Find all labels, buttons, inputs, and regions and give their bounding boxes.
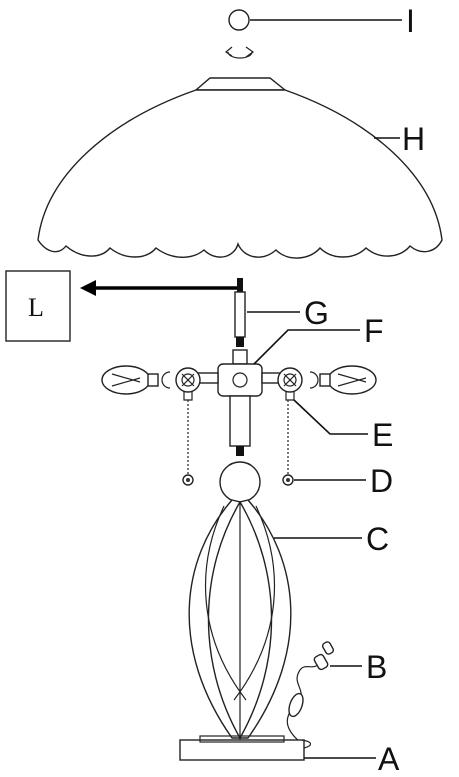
callout-D: D (370, 463, 393, 499)
callout-I: I (406, 3, 415, 39)
callout-A: A (378, 741, 400, 777)
part-bulb-left (101, 365, 171, 395)
callout-H: H (402, 121, 425, 157)
part-bulb-right (309, 365, 377, 395)
callout-E: E (372, 417, 393, 453)
callout-L: L (28, 293, 44, 322)
part-base (179, 735, 312, 761)
part-pull-chain-right (282, 400, 294, 486)
part-cluster-body (189, 349, 291, 456)
callout-F: F (364, 313, 384, 349)
leader-F (253, 329, 360, 365)
rotate-arrow-icon (224, 46, 255, 59)
arrow-left-icon (80, 280, 240, 296)
callout-G: G (304, 295, 329, 331)
part-harp-rod (234, 278, 246, 347)
part-pull-chain-left (182, 400, 194, 486)
part-socket-right (277, 367, 303, 401)
part-cord-switch (286, 641, 335, 743)
part-finial (228, 9, 250, 31)
part-socket-left (175, 367, 201, 401)
callout-C: C (366, 521, 389, 557)
leader-E (293, 399, 368, 435)
callout-B: B (366, 649, 387, 685)
part-lamp-body (188, 461, 292, 740)
label-box-L (5, 270, 71, 342)
part-lamp-shade (37, 77, 443, 259)
